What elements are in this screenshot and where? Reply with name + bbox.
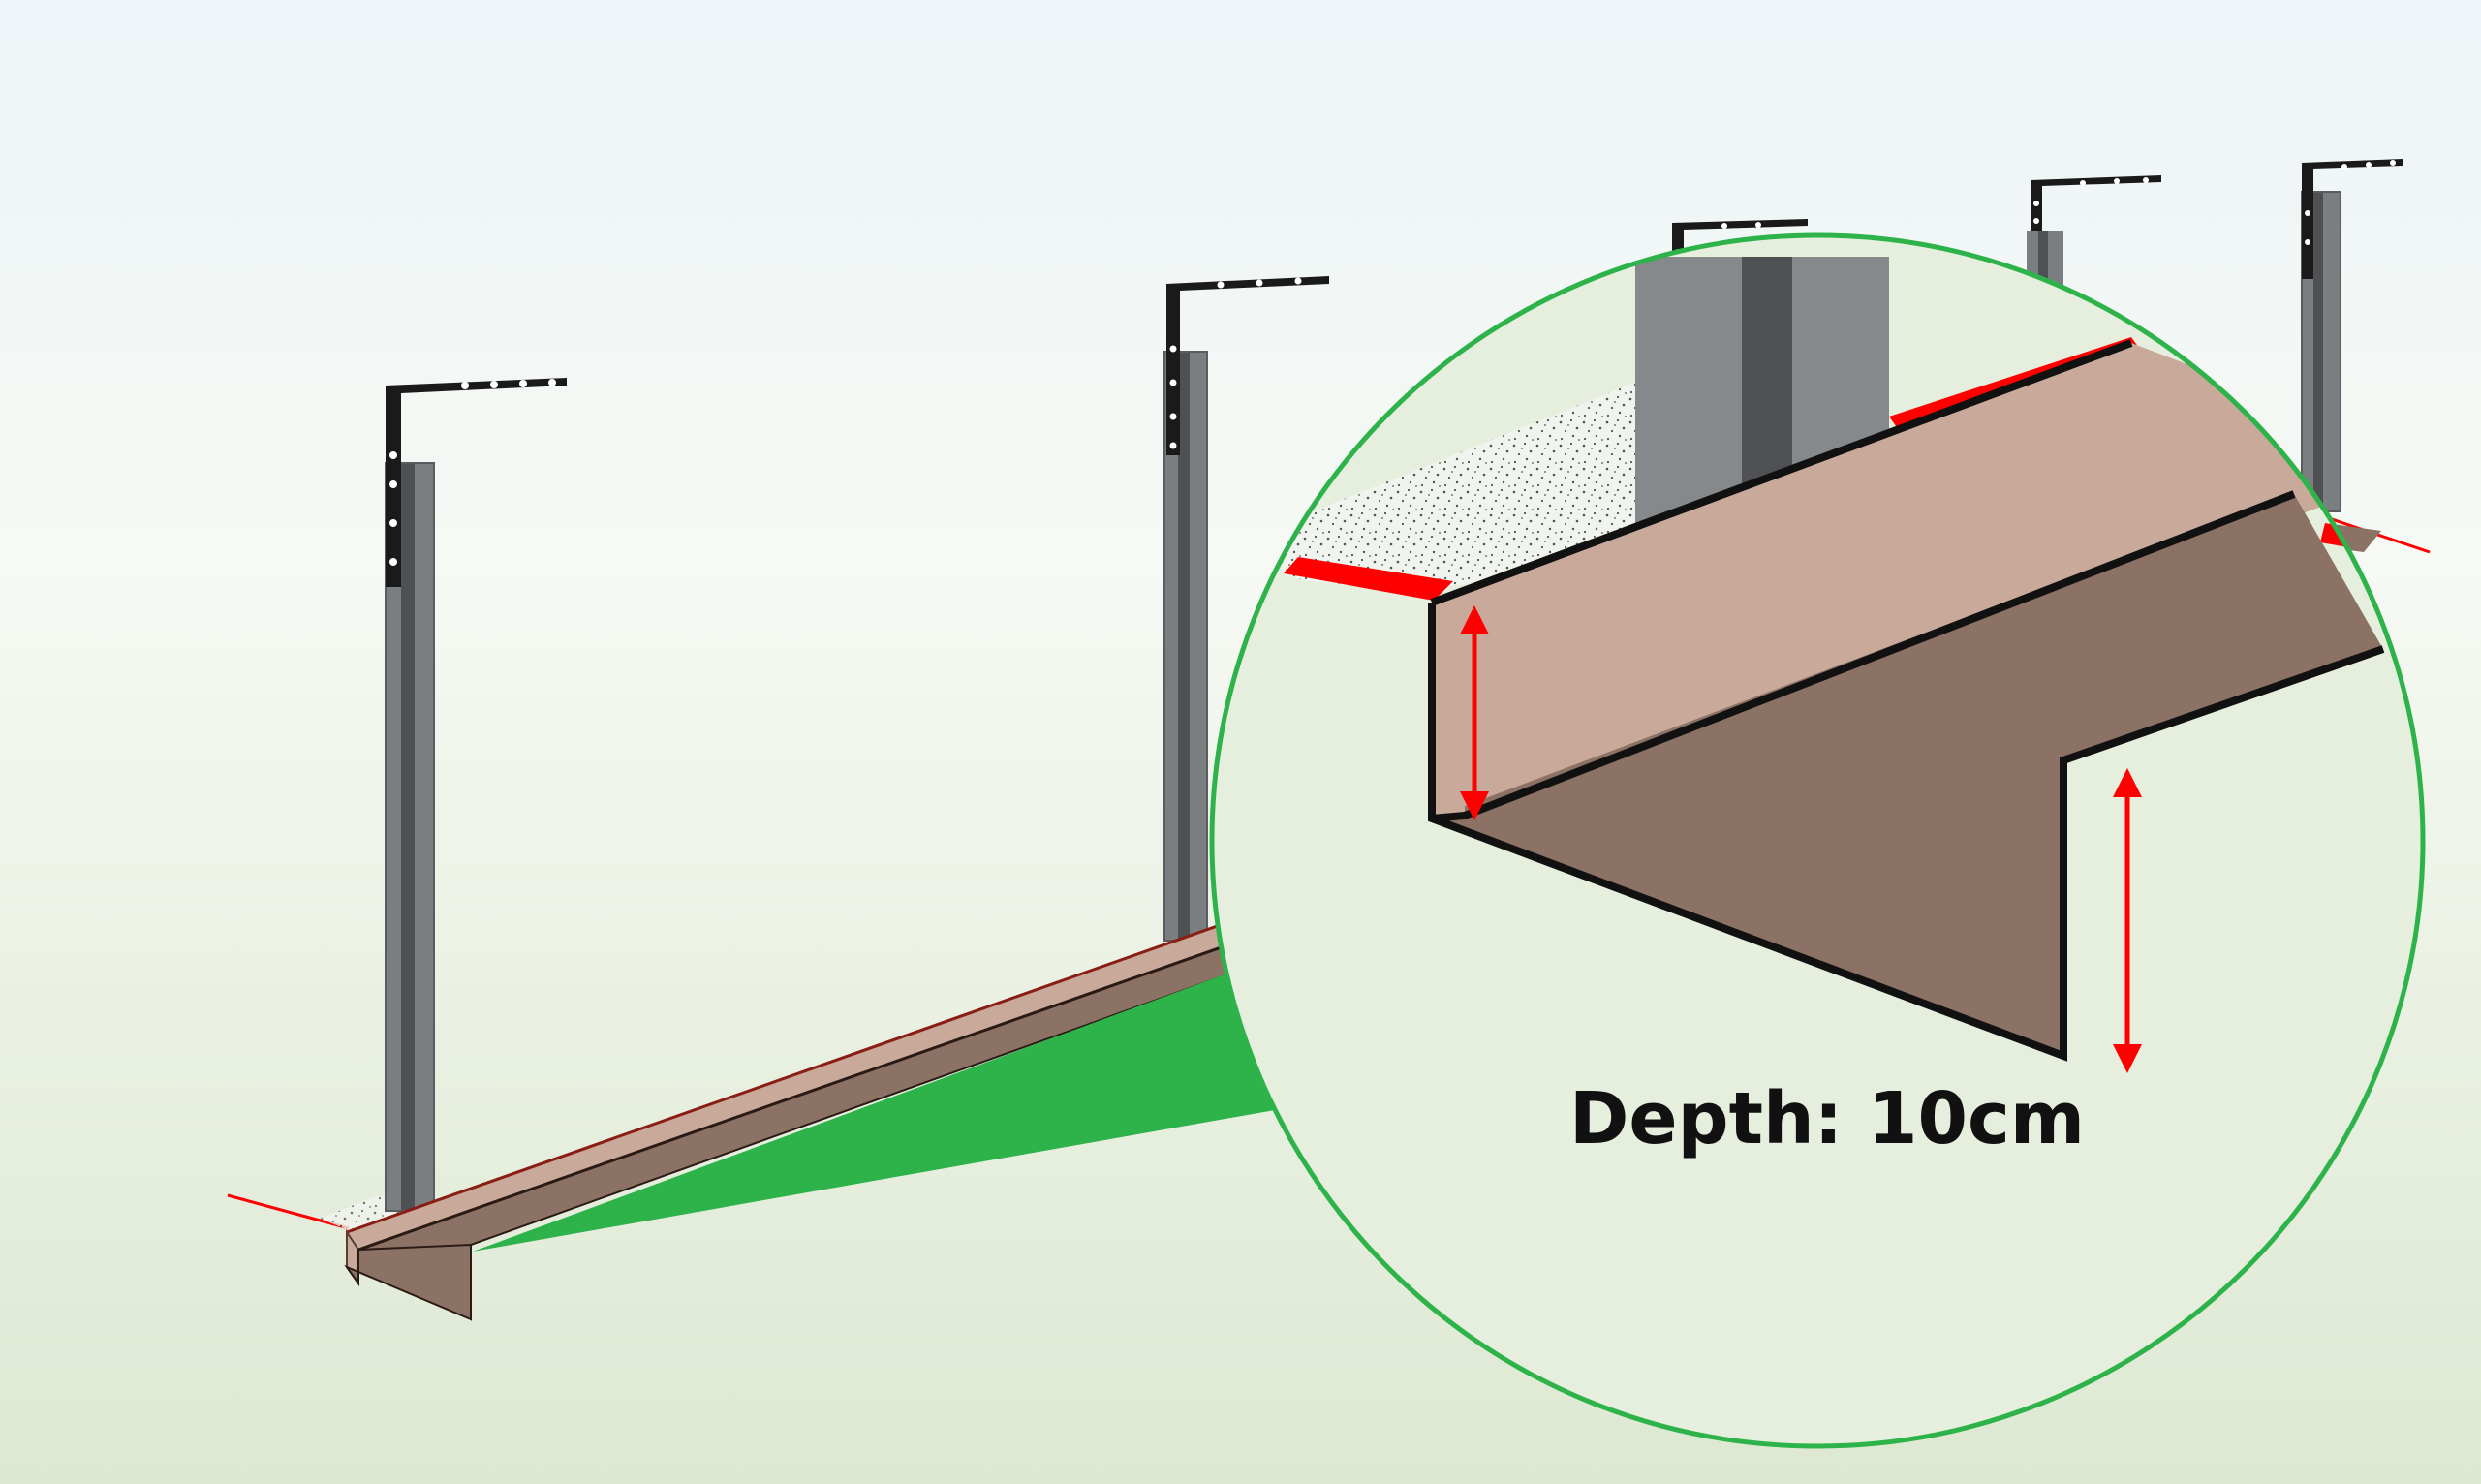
callout-wedge: [473, 961, 1308, 1252]
bracket-2: [1166, 276, 1329, 455]
zoom-circle-border: [1209, 232, 2426, 1449]
gravel-bed: [1212, 378, 1705, 591]
post-5: [2301, 159, 2403, 512]
edging-face-front: [1432, 595, 1465, 819]
bracket-1: [386, 378, 567, 587]
boundary-line-left: [227, 1193, 350, 1230]
edging-face-upper: [1432, 343, 2423, 816]
depth-label: Depth: 10cm: [1569, 1077, 2085, 1160]
lawn-edging-strip: [344, 909, 1272, 1321]
zoom-callout: [1209, 232, 2426, 1449]
edging-flange: [1432, 494, 2383, 1056]
boundary-band-left: [1284, 557, 1453, 601]
